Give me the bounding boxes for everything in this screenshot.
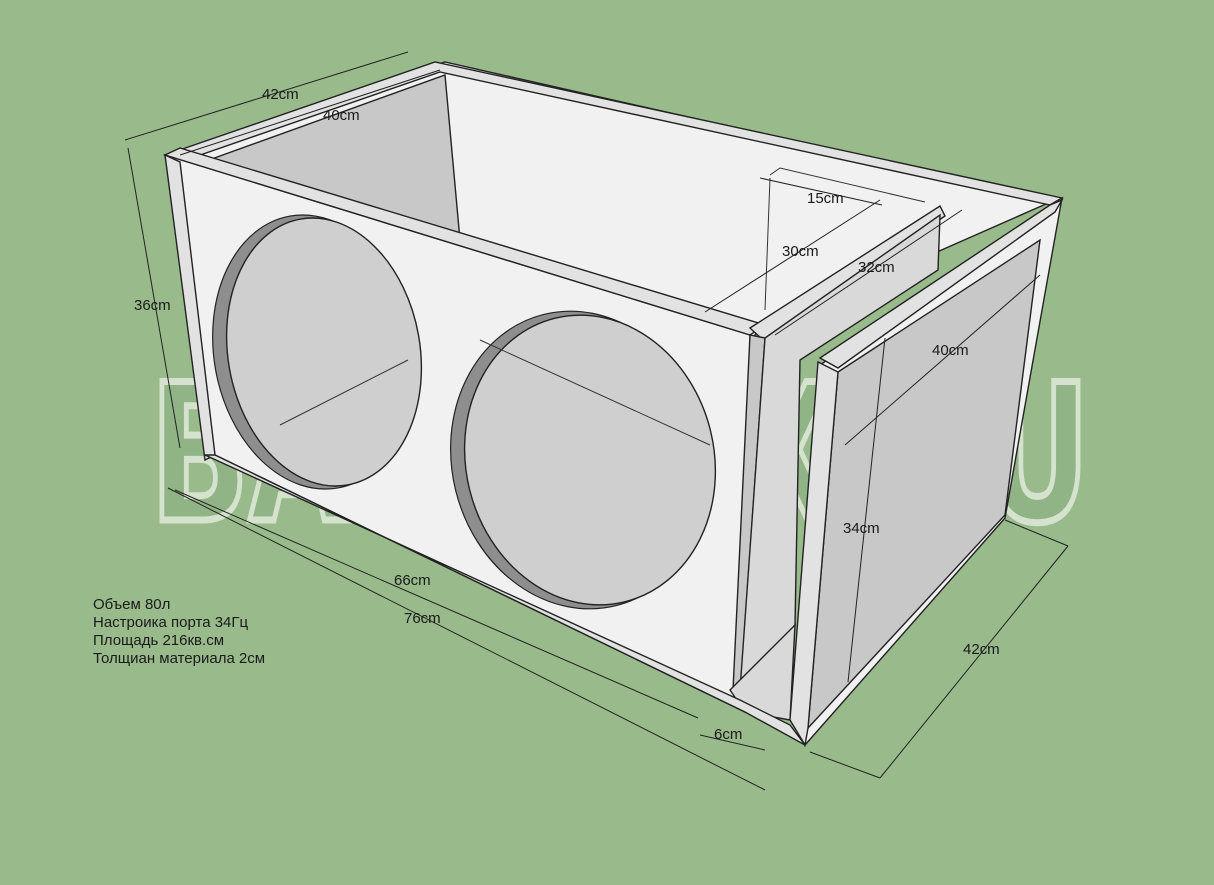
dim-inner-depth-top: 40cm: [323, 107, 360, 124]
dim-outer-depth-top: 42cm: [262, 86, 299, 103]
right-edge: [789, 360, 839, 747]
dim-outer-length: 76cm: [404, 610, 441, 627]
dim-side-inner-height: 34cm: [843, 520, 880, 537]
speaker-hole-1: [225, 217, 423, 487]
dim-inner-length: 66cm: [394, 572, 431, 589]
right-rim: [818, 198, 1064, 369]
speaker-hole-2: [463, 314, 717, 606]
bottom-edge: [204, 454, 806, 746]
port-opening: [769, 167, 926, 203]
dim-port-top-width: 15cm: [807, 190, 844, 207]
spec-volume: Объем 80л: [93, 596, 171, 613]
dim-port-length-2: 32cm: [858, 259, 895, 276]
dim-side-inner-depth: 40cm: [932, 342, 969, 359]
specs-block: Объем 80л Настроика порта 34Гц Площадь 2…: [93, 596, 265, 668]
port-divider-top: [748, 204, 946, 341]
spec-area: Площадь 216кв.см: [93, 632, 225, 649]
dim-port-length: 30cm: [782, 243, 819, 260]
spec-thickness: Толщиан материала 2см: [93, 650, 266, 667]
spec-tuning: Настроика порта 34Гц: [93, 614, 249, 631]
dim-port-width: 6cm: [714, 726, 742, 743]
dim-outer-depth-side: 42cm: [963, 641, 1000, 658]
dim-height: 36cm: [134, 297, 171, 314]
